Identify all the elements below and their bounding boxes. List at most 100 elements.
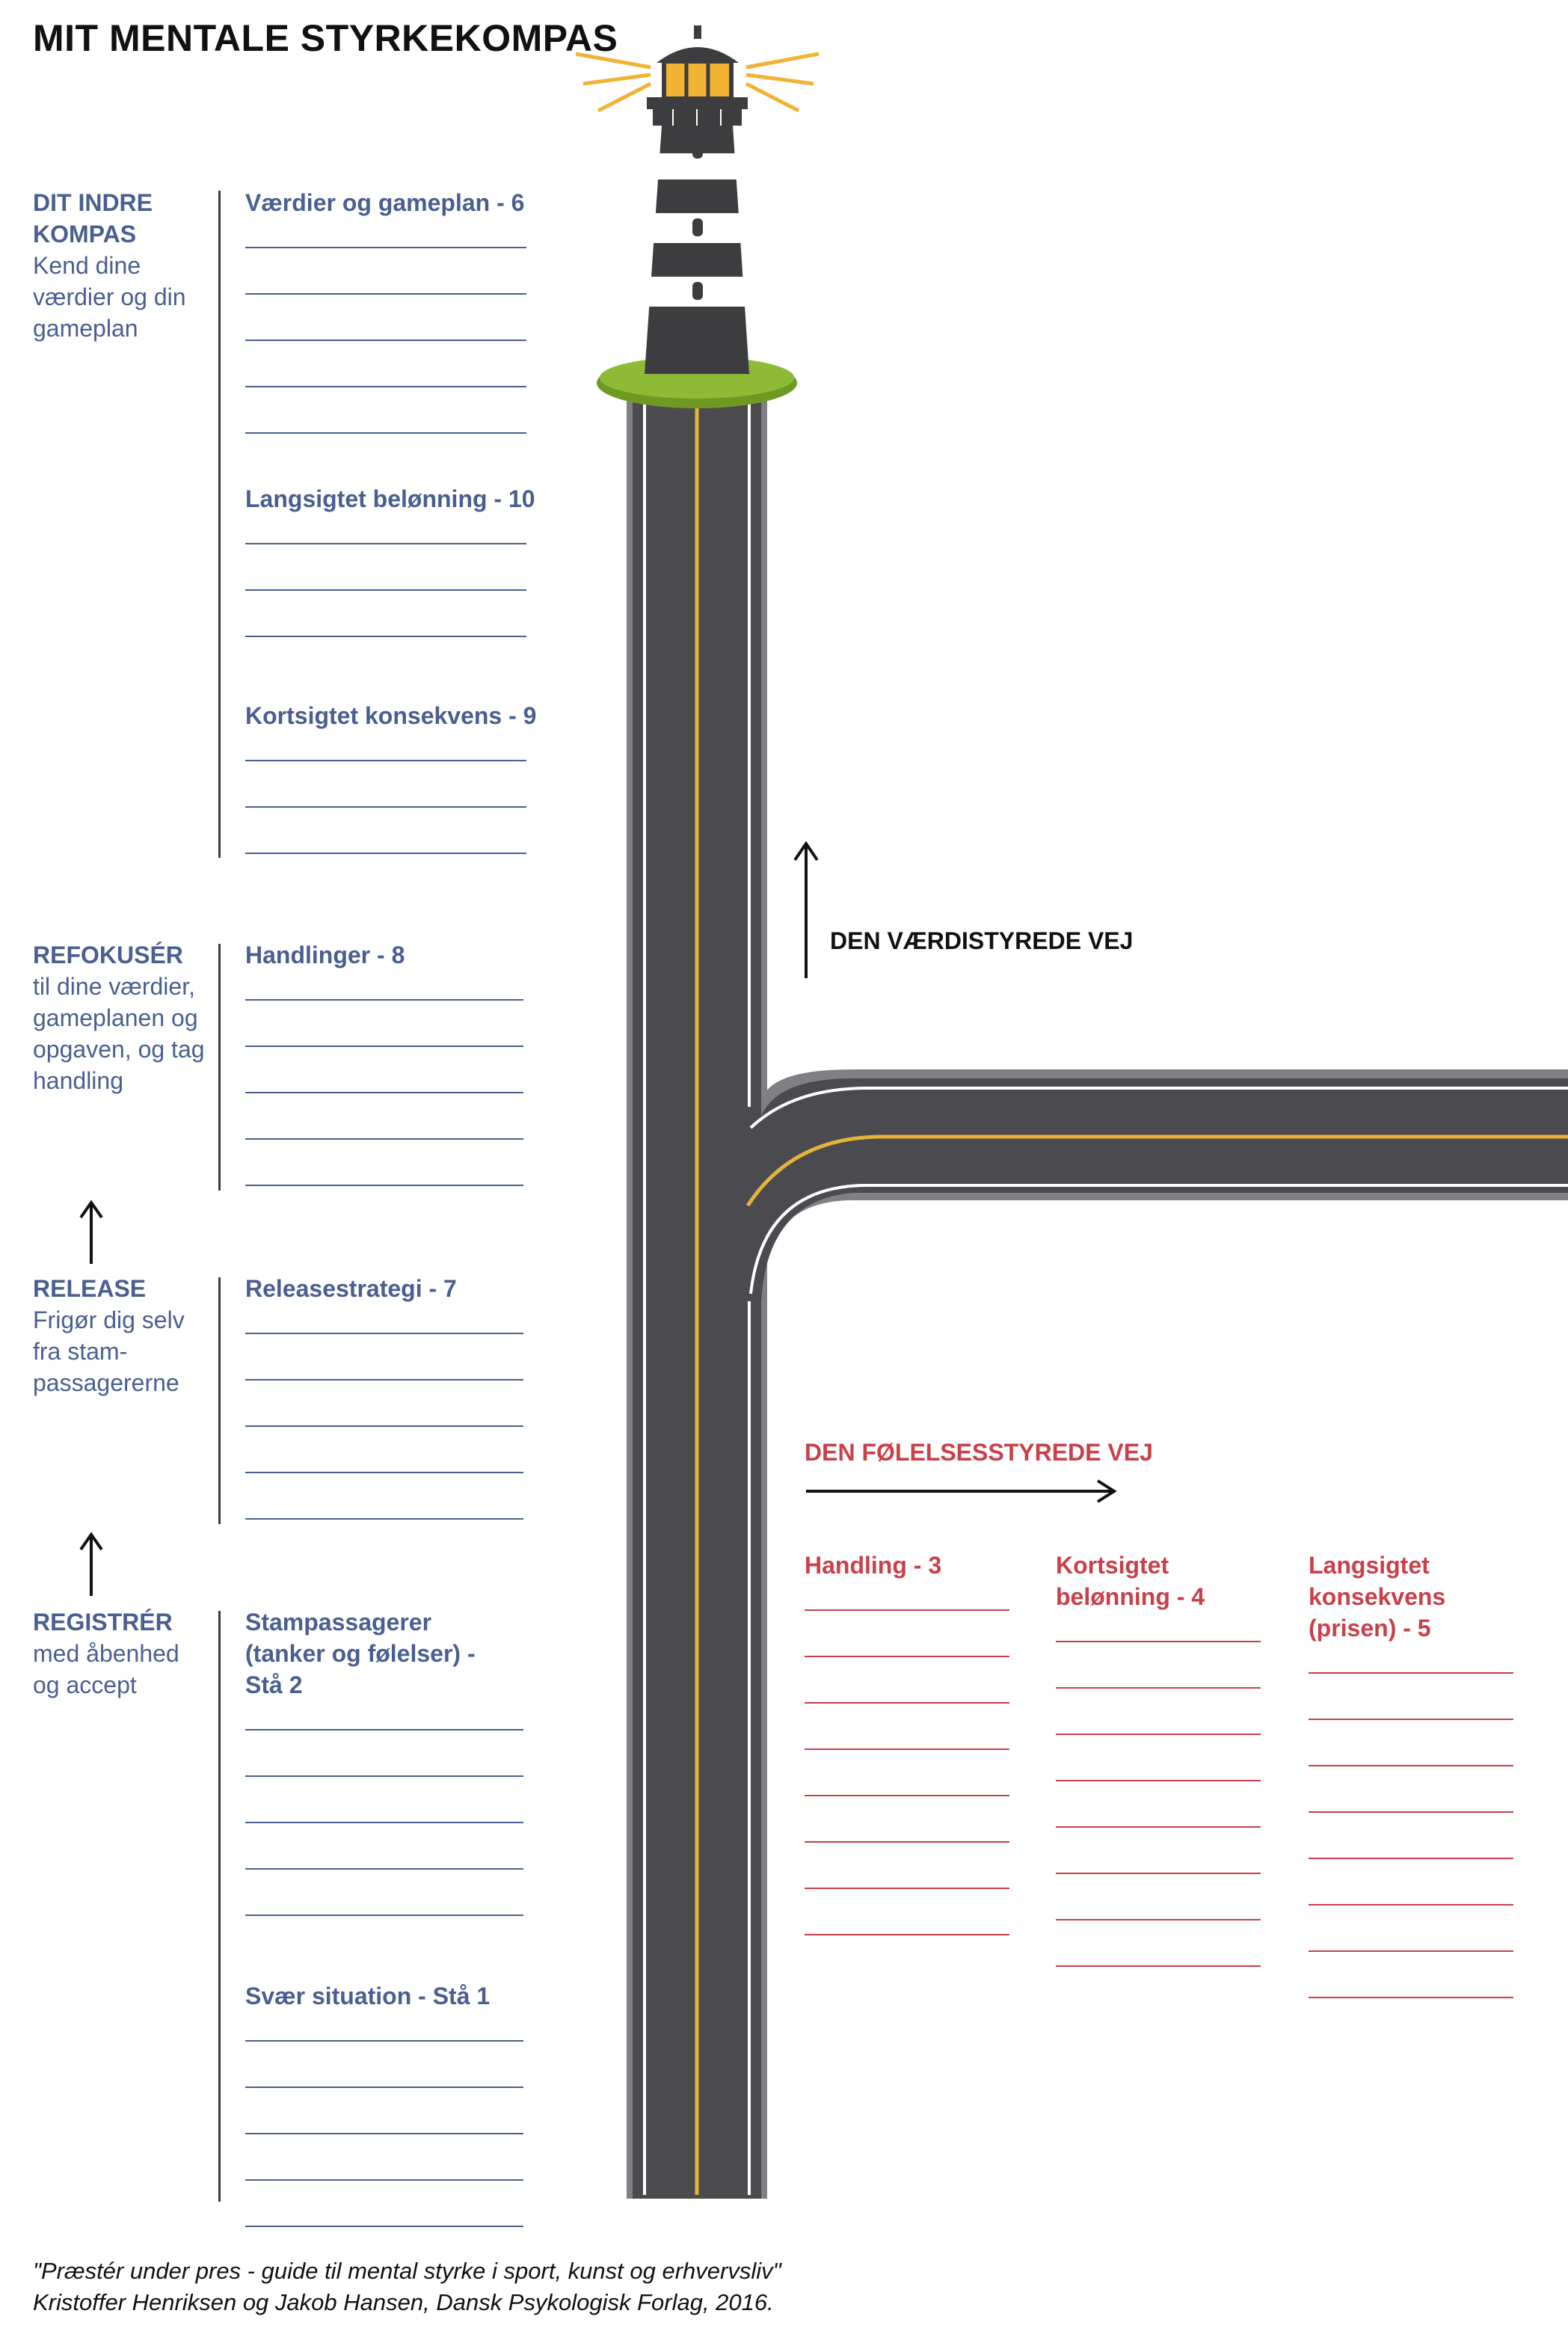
blank-line[interactable] bbox=[245, 2133, 523, 2134]
emotions-road-label: DEN FØLELSESSTYREDE VEJ bbox=[805, 1439, 1153, 1466]
blank-line[interactable] bbox=[245, 1822, 523, 1823]
blank-line[interactable] bbox=[245, 386, 526, 387]
blank-line[interactable] bbox=[245, 806, 526, 808]
blank-line[interactable] bbox=[1309, 1765, 1513, 1766]
section-actions: Handlinger - 8 bbox=[245, 939, 559, 1186]
blank-line[interactable] bbox=[245, 247, 526, 248]
step-description: med åbenhed og accept bbox=[33, 1640, 179, 1698]
up-arrow-icon bbox=[79, 1532, 103, 1596]
section-heading: Releasestrategi - 7 bbox=[245, 1275, 457, 1302]
blank-line[interactable] bbox=[805, 1934, 1009, 1935]
blank-line[interactable] bbox=[245, 1472, 523, 1473]
blank-line[interactable] bbox=[805, 1656, 1009, 1657]
section-release-strategy: Releasestrategi - 7 bbox=[245, 1273, 559, 1520]
blank-line[interactable] bbox=[245, 2086, 523, 2088]
section-heading: Handlinger - 8 bbox=[245, 942, 405, 968]
blank-line[interactable] bbox=[245, 1333, 523, 1334]
blank-line[interactable] bbox=[805, 1888, 1009, 1889]
blank-line[interactable] bbox=[1309, 1672, 1513, 1674]
section-difficult-situation: Svær situation - Stå 1 bbox=[245, 1980, 559, 2227]
blank-line[interactable] bbox=[245, 1729, 523, 1731]
horizontal-road bbox=[745, 1069, 1568, 1301]
page-title: MIT MENTALE STYRKEKOMPAS bbox=[33, 17, 618, 59]
blank-line[interactable] bbox=[1309, 1719, 1513, 1720]
section-heading: Svær situation - Stå 1 bbox=[245, 1983, 491, 2009]
blank-line[interactable] bbox=[245, 1185, 523, 1186]
step-description: til dine værdier, gameplanen og opgaven,… bbox=[33, 973, 205, 1094]
section-heading: Værdier og gameplan - 6 bbox=[245, 189, 525, 216]
section-long-term-reward: Langsigtet belønning - 10 bbox=[245, 483, 559, 637]
step-register: REGISTRÉR med åbenhed og accept bbox=[33, 1606, 212, 1701]
section-heading: Stampassagerer (tanker og følelser) - St… bbox=[245, 1609, 476, 1698]
lighthouse-icon bbox=[575, 25, 820, 408]
divider-line bbox=[218, 1611, 221, 2202]
citation-authors: Kristoffer Henriksen og Jakob Hansen, Da… bbox=[33, 2289, 774, 2315]
citation-title: "Præstér under pres - guide til mental s… bbox=[33, 2258, 781, 2284]
blank-line[interactable] bbox=[245, 1092, 523, 1093]
blank-line[interactable] bbox=[245, 1775, 523, 1777]
column-heading: Handling - 3 bbox=[805, 1552, 942, 1579]
step-title: DIT INDRE KOMPAS bbox=[33, 189, 153, 248]
blank-line[interactable] bbox=[1056, 1919, 1261, 1920]
step-title: REGISTRÉR bbox=[33, 1609, 173, 1636]
blank-line[interactable] bbox=[1056, 1780, 1261, 1781]
blank-line[interactable] bbox=[1309, 1858, 1513, 1859]
blank-line[interactable] bbox=[245, 2179, 523, 2181]
blank-line[interactable] bbox=[805, 1609, 1009, 1611]
blank-line[interactable] bbox=[245, 2040, 523, 2042]
section-heading: Langsigtet belønning - 10 bbox=[245, 485, 535, 512]
blank-line[interactable] bbox=[1056, 1826, 1261, 1828]
step-description: Kend dine værdier og din gameplan bbox=[33, 252, 186, 342]
blank-line[interactable] bbox=[1056, 1734, 1261, 1735]
column-heading: Langsigtet konsekvens (prisen) - 5 bbox=[1309, 1552, 1446, 1642]
blank-line[interactable] bbox=[1309, 1997, 1513, 1998]
blank-line[interactable] bbox=[245, 589, 526, 591]
emotion-column-long-consequence: Langsigtet konsekvens (prisen) - 5 bbox=[1309, 1550, 1513, 1998]
blank-line[interactable] bbox=[245, 1868, 523, 1870]
emotion-column-action: Handling - 3 bbox=[805, 1550, 1029, 1935]
divider-line bbox=[218, 1277, 221, 1524]
blank-line[interactable] bbox=[245, 1914, 523, 1916]
blank-line[interactable] bbox=[245, 853, 526, 854]
divider-line bbox=[218, 944, 221, 1191]
section-values-gameplan: Værdier og gameplan - 6 bbox=[245, 187, 559, 434]
blank-line[interactable] bbox=[245, 340, 526, 341]
blank-line[interactable] bbox=[245, 293, 526, 295]
up-arrow-icon bbox=[793, 841, 819, 978]
blank-line[interactable] bbox=[805, 1841, 1009, 1843]
vertical-road bbox=[627, 389, 767, 2199]
blank-line[interactable] bbox=[245, 1518, 523, 1520]
blank-line[interactable] bbox=[245, 432, 526, 434]
step-refocus: REFOKUSÉR til dine værdier, gameplanen o… bbox=[33, 939, 220, 1096]
blank-line[interactable] bbox=[1309, 1950, 1513, 1952]
blank-line[interactable] bbox=[805, 1795, 1009, 1796]
divider-line bbox=[218, 191, 221, 858]
step-title: RELEASE bbox=[33, 1275, 147, 1302]
values-road-label: DEN VÆRDISTYREDE VEJ bbox=[830, 927, 1134, 954]
blank-line[interactable] bbox=[1309, 1811, 1513, 1813]
blank-line[interactable] bbox=[245, 1379, 523, 1381]
blank-line[interactable] bbox=[1056, 1873, 1261, 1874]
blank-line[interactable] bbox=[1056, 1965, 1261, 1967]
emotion-column-short-reward: Kortsigtet belønning - 4 bbox=[1056, 1550, 1261, 1967]
blank-line[interactable] bbox=[245, 999, 523, 1001]
section-heading: Kortsigtet konsekvens - 9 bbox=[245, 702, 537, 729]
blank-line[interactable] bbox=[1309, 1904, 1513, 1906]
up-arrow-icon bbox=[79, 1200, 103, 1264]
blank-line[interactable] bbox=[245, 2226, 523, 2227]
blank-line[interactable] bbox=[245, 636, 526, 637]
step-description: Frigør dig selv fra stam-passagererne bbox=[33, 1306, 185, 1396]
blank-line[interactable] bbox=[1056, 1687, 1261, 1689]
blank-line[interactable] bbox=[1056, 1641, 1261, 1642]
blank-line[interactable] bbox=[245, 1045, 523, 1047]
blank-line[interactable] bbox=[245, 1425, 523, 1427]
section-stowaways: Stampassagerer (tanker og følelser) - St… bbox=[245, 1606, 523, 1916]
blank-line[interactable] bbox=[245, 1138, 523, 1140]
right-arrow-icon bbox=[806, 1479, 1117, 1503]
blank-line[interactable] bbox=[245, 760, 526, 761]
blank-line[interactable] bbox=[805, 1702, 1009, 1704]
blank-line[interactable] bbox=[805, 1748, 1009, 1750]
section-short-term-consequence: Kortsigtet konsekvens - 9 bbox=[245, 700, 559, 854]
blank-line[interactable] bbox=[245, 543, 526, 544]
